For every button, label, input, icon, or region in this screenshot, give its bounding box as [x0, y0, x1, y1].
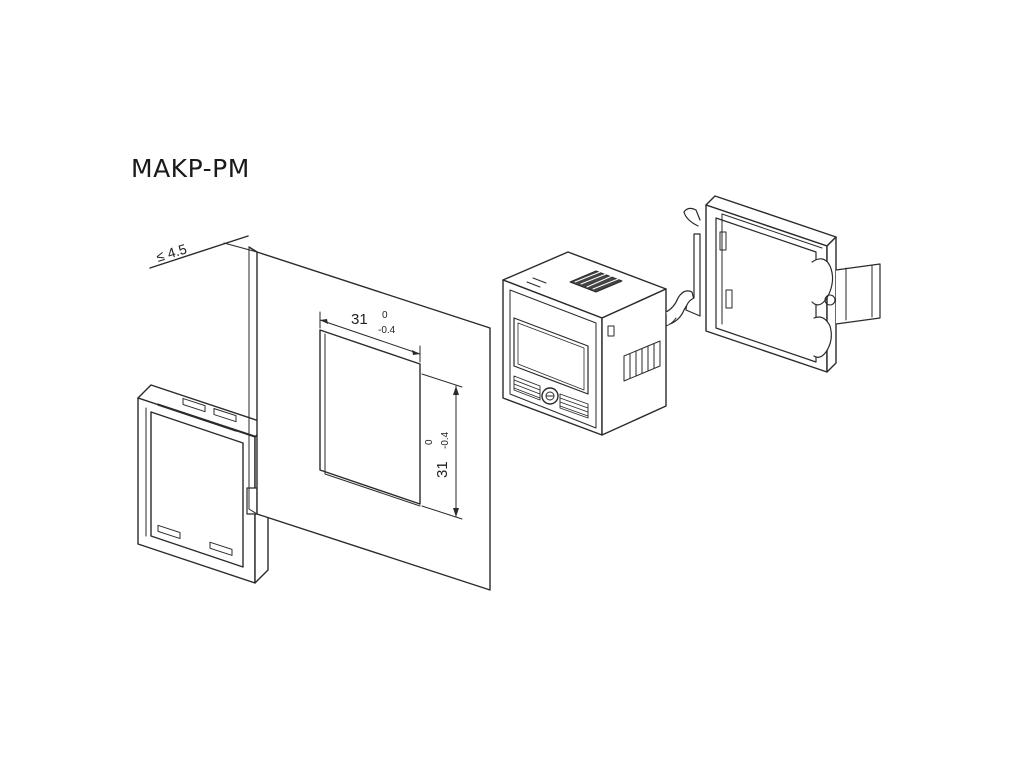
front-grille — [513, 375, 589, 419]
mounting-panel — [248, 246, 491, 591]
width-tol-upper: 0 — [382, 310, 388, 321]
width-value: 31 — [351, 311, 368, 328]
side-vent — [623, 340, 661, 382]
model-title: MAKP-PM — [131, 154, 250, 183]
height-value: 31 — [434, 461, 451, 478]
panel-thickness-annotation: ≤ 4.5 — [149, 235, 258, 269]
rear-mounting-clip — [683, 195, 881, 373]
width-tol-lower: -0.4 — [378, 325, 396, 336]
cutout-width-dimension: 31 0 -0.4 — [319, 310, 421, 363]
height-tol-lower: -0.4 — [440, 431, 451, 449]
top-vent — [569, 270, 623, 293]
device-body — [502, 251, 695, 436]
display-window — [513, 317, 589, 395]
panel-cutout — [319, 329, 421, 505]
cutout-height-dimension: 31 0 -0.4 — [421, 373, 463, 520]
height-tol-upper: 0 — [424, 439, 435, 445]
